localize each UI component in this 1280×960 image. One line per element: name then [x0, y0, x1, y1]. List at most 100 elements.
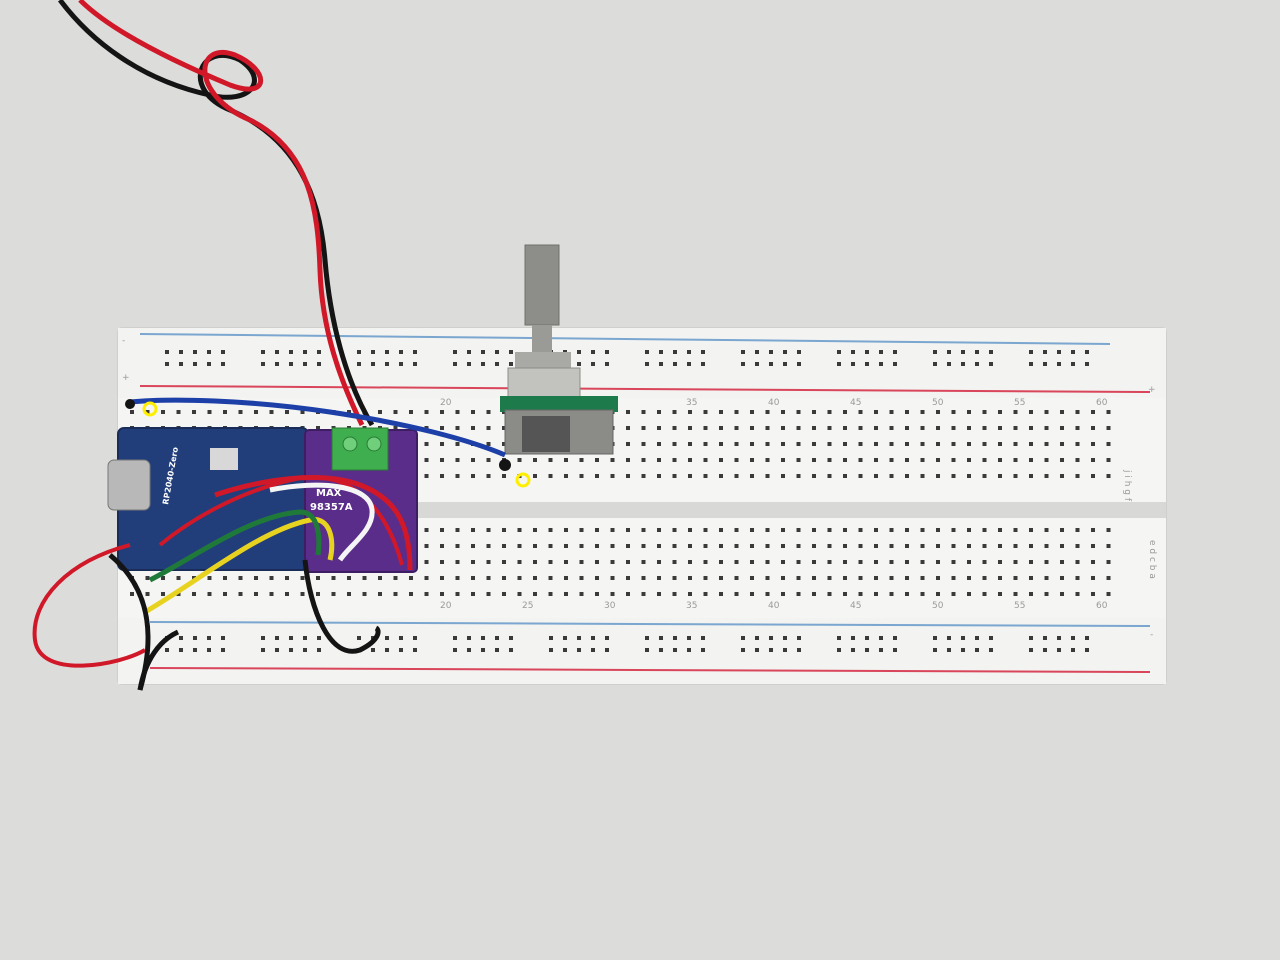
breadboard-hole [734, 442, 739, 446]
breadboard-hole [1091, 458, 1095, 462]
breadboard-hole [564, 528, 568, 532]
breadboard-hole [998, 528, 1002, 532]
breadboard-hole [347, 592, 351, 596]
breadboard-hole [1029, 474, 1033, 478]
breadboard-hole [893, 362, 897, 366]
breadboard-hole [317, 362, 321, 366]
breadboard-hole [936, 576, 940, 580]
breadboard-hole [471, 458, 475, 462]
breadboard-hole [812, 442, 816, 446]
breadboard-hole [275, 350, 279, 354]
breadboard-hole [486, 576, 491, 580]
breadboard-hole [781, 442, 785, 446]
breadboard-hole [688, 560, 692, 564]
breadboard-hole [591, 636, 595, 640]
breadboard-hole [455, 458, 460, 462]
breadboard-hole [657, 410, 661, 414]
breadboard-hole [549, 648, 553, 652]
rotary-knob-icon [524, 244, 560, 326]
breadboard-hole [905, 544, 909, 548]
amp-label-line1: MAX [316, 488, 342, 499]
breadboard-hole [657, 560, 661, 564]
breadboard-hole [1106, 544, 1111, 548]
breadboard-hole [626, 528, 630, 532]
breadboard-hole [765, 528, 770, 532]
breadboard-hole [812, 458, 816, 462]
breadboard-hole [455, 474, 460, 478]
breadboard-hole [1029, 362, 1033, 366]
breadboard-hole [796, 592, 801, 596]
breadboard-hole [687, 350, 691, 354]
breadboard-hole [207, 592, 212, 596]
breadboard-hole [827, 442, 832, 446]
breadboard-hole [275, 636, 279, 640]
breadboard-hole [285, 576, 289, 580]
breadboard-hole [865, 362, 869, 366]
breadboard-hole [889, 528, 894, 532]
breadboard-hole [967, 576, 971, 580]
breadboard-hole [858, 544, 863, 548]
breadboard-hole [261, 648, 265, 652]
breadboard-hole [701, 350, 705, 354]
breadboard-hole [920, 576, 925, 580]
breadboard-hole [812, 410, 816, 414]
breadboard-hole [796, 544, 801, 548]
breadboard-hole [982, 458, 987, 462]
breadboard-hole [781, 576, 785, 580]
breadboard-hole [843, 560, 847, 564]
breadboard-hole [502, 528, 506, 532]
breadboard-hole [1071, 636, 1075, 640]
breadboard-hole [879, 350, 883, 354]
breadboard-hole [548, 458, 553, 462]
breadboard-hole [1091, 426, 1095, 430]
breadboard-hole [130, 410, 134, 414]
breadboard-hole [1106, 576, 1111, 580]
breadboard-hole [285, 592, 289, 596]
breadboard-hole [755, 350, 759, 354]
breadboard-hole [989, 362, 993, 366]
breadboard-hole [951, 410, 956, 414]
breadboard-hole [207, 636, 211, 640]
breadboard-hole [223, 410, 227, 414]
breadboard-hole [533, 528, 537, 532]
breadboard-hole [481, 350, 485, 354]
breadboard-hole [741, 648, 745, 652]
breadboard-hole [207, 410, 212, 414]
breadboard-hole [413, 648, 417, 652]
breadboard-hole [486, 592, 491, 596]
breadboard-hole [378, 410, 382, 414]
breadboard-hole [1044, 410, 1049, 414]
breadboard-hole [982, 410, 987, 414]
breadboard-hole [1013, 410, 1018, 414]
breadboard-hole [843, 528, 847, 532]
breadboard-hole [843, 592, 847, 596]
breadboard-hole [755, 362, 759, 366]
breadboard-hole [1043, 350, 1047, 354]
breadboard-hole [967, 592, 971, 596]
breadboard-hole [564, 592, 568, 596]
breadboard-hole [495, 350, 499, 354]
breadboard-hole [734, 576, 739, 580]
breadboard-hole [1043, 362, 1047, 366]
breadboard-hole [641, 426, 646, 430]
breadboard-hole [1071, 350, 1075, 354]
breadboard-hole [424, 528, 429, 532]
breadboard-hole [317, 636, 321, 640]
highlight-marker-left [142, 401, 158, 417]
rail-minus-label-bottom: - [1150, 630, 1153, 640]
breadboard-hole [982, 576, 987, 580]
breadboard-hole [1075, 560, 1080, 564]
breadboard-hole [781, 410, 785, 414]
breadboard-hole [1075, 458, 1080, 462]
breadboard-hole [193, 362, 197, 366]
breadboard-hole [1071, 648, 1075, 652]
breadboard-hole [453, 350, 457, 354]
breadboard-hole [889, 442, 894, 446]
breadboard-hole [331, 592, 336, 596]
breadboard-hole [275, 362, 279, 366]
breadboard-hole [659, 648, 663, 652]
breadboard-hole [967, 410, 971, 414]
breadboard-hole [851, 636, 855, 640]
breadboard-hole [481, 636, 485, 640]
